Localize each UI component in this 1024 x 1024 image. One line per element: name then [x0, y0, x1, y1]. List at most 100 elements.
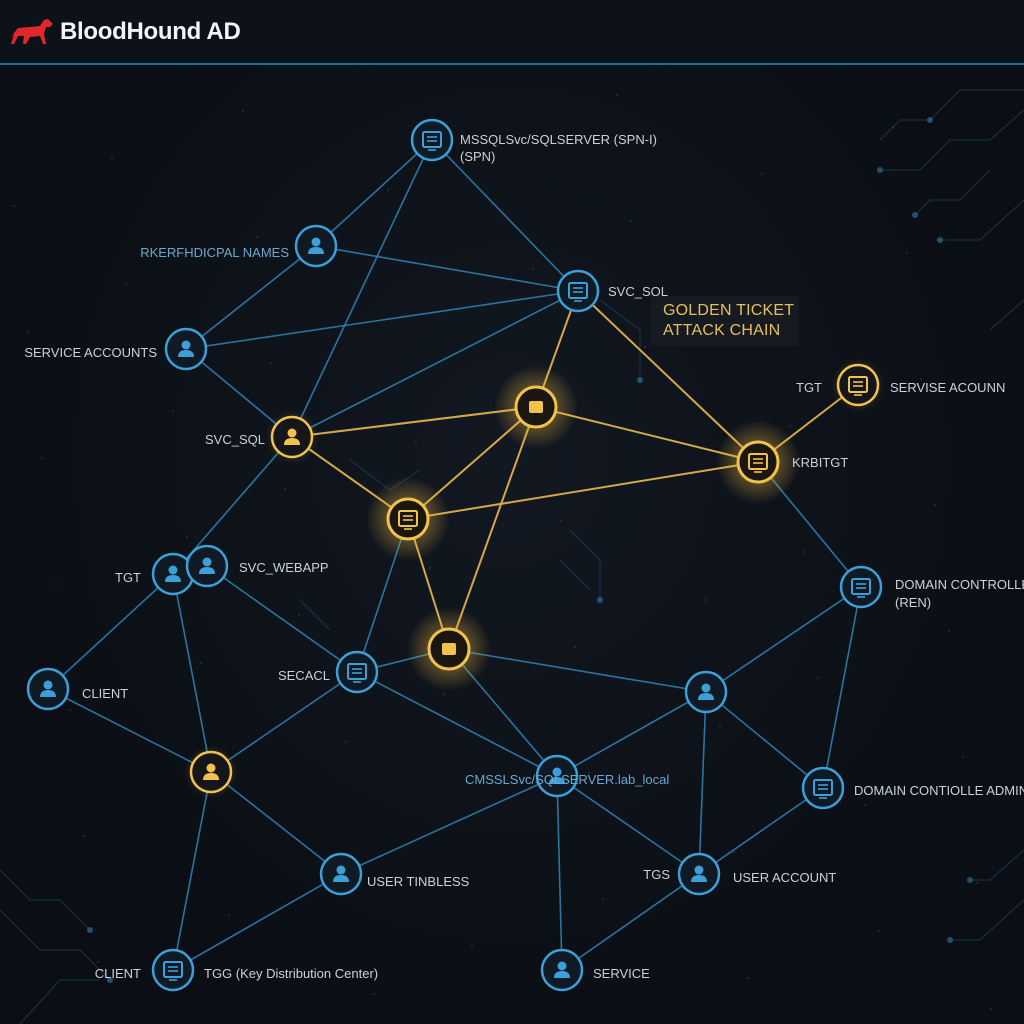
header-divider	[0, 63, 1024, 65]
attack-path-edge	[407, 461, 759, 520]
callout-line-1: GOLDEN TICKET	[663, 302, 795, 319]
relationship-edge	[315, 139, 433, 247]
server-icon	[848, 376, 868, 396]
node-label: SERVICE	[593, 966, 650, 981]
bg-dot	[747, 977, 749, 979]
bg-dot	[906, 252, 908, 254]
node-label: TGG (Key Distribution Center)	[204, 966, 378, 981]
graph-node-svc-sql-left[interactable]: SVC_SQL	[205, 410, 319, 464]
node-label: SVC_SQL	[608, 284, 668, 299]
user-icon	[178, 340, 194, 357]
circuit-dot	[107, 977, 113, 983]
user-icon	[698, 683, 714, 700]
bg-dot	[817, 677, 819, 679]
graph-node-tgt-user[interactable]: TGT	[115, 552, 195, 596]
user-icon	[284, 428, 300, 445]
bg-dot	[242, 110, 244, 112]
graph-node-dc-admin[interactable]: DOMAIN CONTIOLLE ADMIN	[801, 766, 1024, 810]
circuit-trace	[940, 199, 1024, 241]
graph-node-tgs-user[interactable]: USER ACCOUNT TGS	[643, 852, 836, 896]
relationship-edge	[431, 139, 579, 292]
circuit-trace	[0, 909, 111, 981]
graph-node-service[interactable]: SERVICE	[540, 948, 650, 992]
ticket-icon	[442, 643, 456, 655]
graph-node-user-gold[interactable]	[184, 745, 238, 799]
node-label: DOMAIN CONTROLLER	[895, 577, 1024, 592]
circuit-trace	[970, 849, 1024, 881]
relationship-edge	[172, 771, 212, 971]
node-label: SERVICE ACCOUNTS	[24, 345, 157, 360]
server-icon	[422, 131, 442, 151]
server-icon	[568, 282, 588, 302]
bg-dot	[55, 583, 57, 585]
bg-dot	[803, 551, 805, 553]
graph-node-client-bottom[interactable]: TGG (Key Distribution Center)CLIENT	[95, 948, 378, 992]
node-label: SVC_WEBAPP	[239, 560, 329, 575]
bg-dot	[588, 772, 590, 774]
node-sublabel: (REN)	[895, 595, 931, 610]
relationship-edge	[556, 691, 707, 777]
node-label: KRBITGT	[792, 455, 848, 470]
bg-dot	[97, 961, 99, 963]
bg-dot	[27, 331, 29, 333]
graph-node-gold-mid[interactable]	[366, 477, 450, 561]
circuit-dot	[877, 167, 883, 173]
bg-dot	[761, 173, 763, 175]
graph-node-domain-controller[interactable]: DOMAIN CONTROLLER (REN)	[839, 565, 1024, 610]
bg-dot	[705, 599, 707, 601]
relationship-edge	[556, 775, 563, 971]
callout-line-2: ATTACK CHAIN	[663, 322, 781, 339]
node-sublabel: TGS	[643, 867, 670, 882]
bg-dot	[125, 283, 127, 285]
app-title: BloodHound AD	[60, 18, 241, 45]
graph-node-gold-low[interactable]	[407, 607, 491, 691]
node-label: CMSSLSvc/SQLSERVER.lab_local	[465, 772, 669, 787]
graph-node-principal-names[interactable]: RKERFHDICPAL NAMES	[140, 224, 338, 268]
bg-dot	[471, 945, 473, 947]
graph-node-mssql-lab[interactable]: CMSSLSvc/SQLSERVER.lab_local	[465, 754, 669, 798]
server-icon	[813, 779, 833, 799]
relationship-edge	[556, 775, 700, 875]
circuit-decoration	[0, 79, 1024, 1024]
bg-dot	[789, 425, 791, 427]
server-icon	[851, 578, 871, 598]
graph-node-gold-center[interactable]	[494, 365, 578, 449]
graph-node-user-right[interactable]	[684, 670, 728, 714]
graph-node-mssql-spn[interactable]: MSSQLSvc/SQLSERVER (SPN-I)(SPN)	[410, 118, 657, 164]
bg-dot	[962, 756, 964, 758]
bg-dot	[443, 693, 445, 695]
relationship-edge	[705, 691, 824, 789]
node-label: DOMAIN CONTIOLLE ADMIN	[854, 783, 1024, 798]
server-icon	[163, 961, 183, 981]
bg-dot	[387, 189, 389, 191]
graph-node-tgt-service[interactable]: SERVISE ACOUNN TGT	[796, 358, 1005, 412]
bg-dot	[415, 441, 417, 443]
user-icon	[549, 767, 565, 784]
bg-dot	[0, 79, 1, 81]
bg-dot	[13, 205, 15, 207]
node-label: USER ACCOUNT	[733, 870, 836, 885]
graph-node-svc-sql-top[interactable]: SVC_SQL	[556, 269, 668, 313]
graph-node-user-tinbless[interactable]: USER TINBLESS	[319, 852, 470, 896]
graph-node-client-mid[interactable]: CLIENT	[26, 667, 128, 711]
brand: BloodHound AD	[6, 14, 241, 50]
bg-dot	[256, 236, 258, 238]
graph-node-svc-webapp[interactable]: SVC_WEBAPP	[185, 544, 329, 588]
bg-dot	[719, 725, 721, 727]
bg-dot	[574, 646, 576, 648]
graph-node-secacl[interactable]: SECACL	[278, 650, 379, 694]
relationship-edge	[210, 771, 342, 875]
circuit-trace	[0, 869, 91, 931]
relationship-edge	[315, 245, 579, 292]
graph-node-krbtgt[interactable]: KRBITGT	[716, 420, 848, 504]
server-icon	[347, 663, 367, 683]
bg-dot	[172, 410, 174, 412]
node-label: SECACL	[278, 668, 330, 683]
graph-node-service-accounts[interactable]: SERVICE ACCOUNTS	[24, 327, 208, 371]
node-sublabel: TGT	[796, 380, 822, 395]
node-label: SERVISE ACOUNN	[890, 380, 1005, 395]
user-icon	[333, 865, 349, 882]
bg-dot	[518, 142, 520, 144]
